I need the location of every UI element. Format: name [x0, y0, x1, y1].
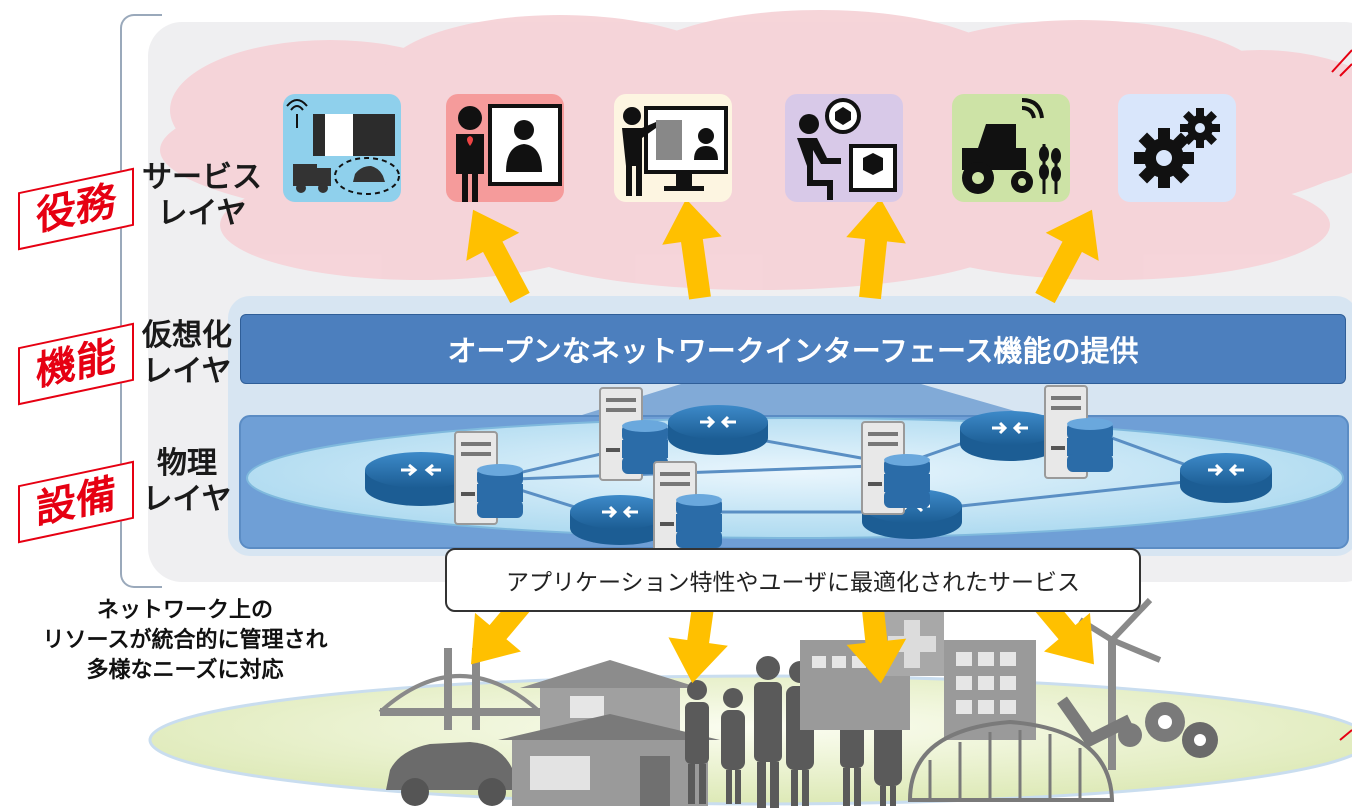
transport-monitoring-icon: [286, 99, 400, 195]
service-card-education: [614, 94, 732, 202]
physical-layer-label: 物理 レイヤ: [142, 446, 232, 517]
up-arrows: [466, 198, 1099, 304]
service-card-transport: [283, 94, 401, 202]
service-card-other: [1118, 94, 1236, 202]
gears-icon: [1134, 108, 1220, 188]
server-icon: [454, 385, 1113, 555]
service-card-medical: [446, 94, 564, 202]
service-callout: アプリケーション特性やユーザに最適化されたサービス: [445, 548, 1141, 612]
remote-education-icon: [622, 106, 728, 196]
service-card-agriculture: [952, 94, 1070, 202]
service-card-support: [785, 94, 903, 202]
city-illustration: [378, 597, 1218, 808]
bottom-caption: ネットワーク上の リソースが統合的に管理され 多様なニーズに対応: [42, 598, 328, 683]
router-icon: [365, 405, 1272, 545]
virtualization-bar: オープンなネットワークインターフェース機能の提供: [240, 314, 1346, 384]
service-layer-label: サービス レイヤ: [142, 160, 262, 231]
telemedicine-icon: [456, 104, 562, 202]
virtual-layer-label: 仮想化 レイヤ: [142, 318, 232, 389]
remote-support-icon: [797, 98, 897, 200]
smart-agriculture-icon: [962, 98, 1061, 194]
layer-bracket: [120, 14, 162, 588]
